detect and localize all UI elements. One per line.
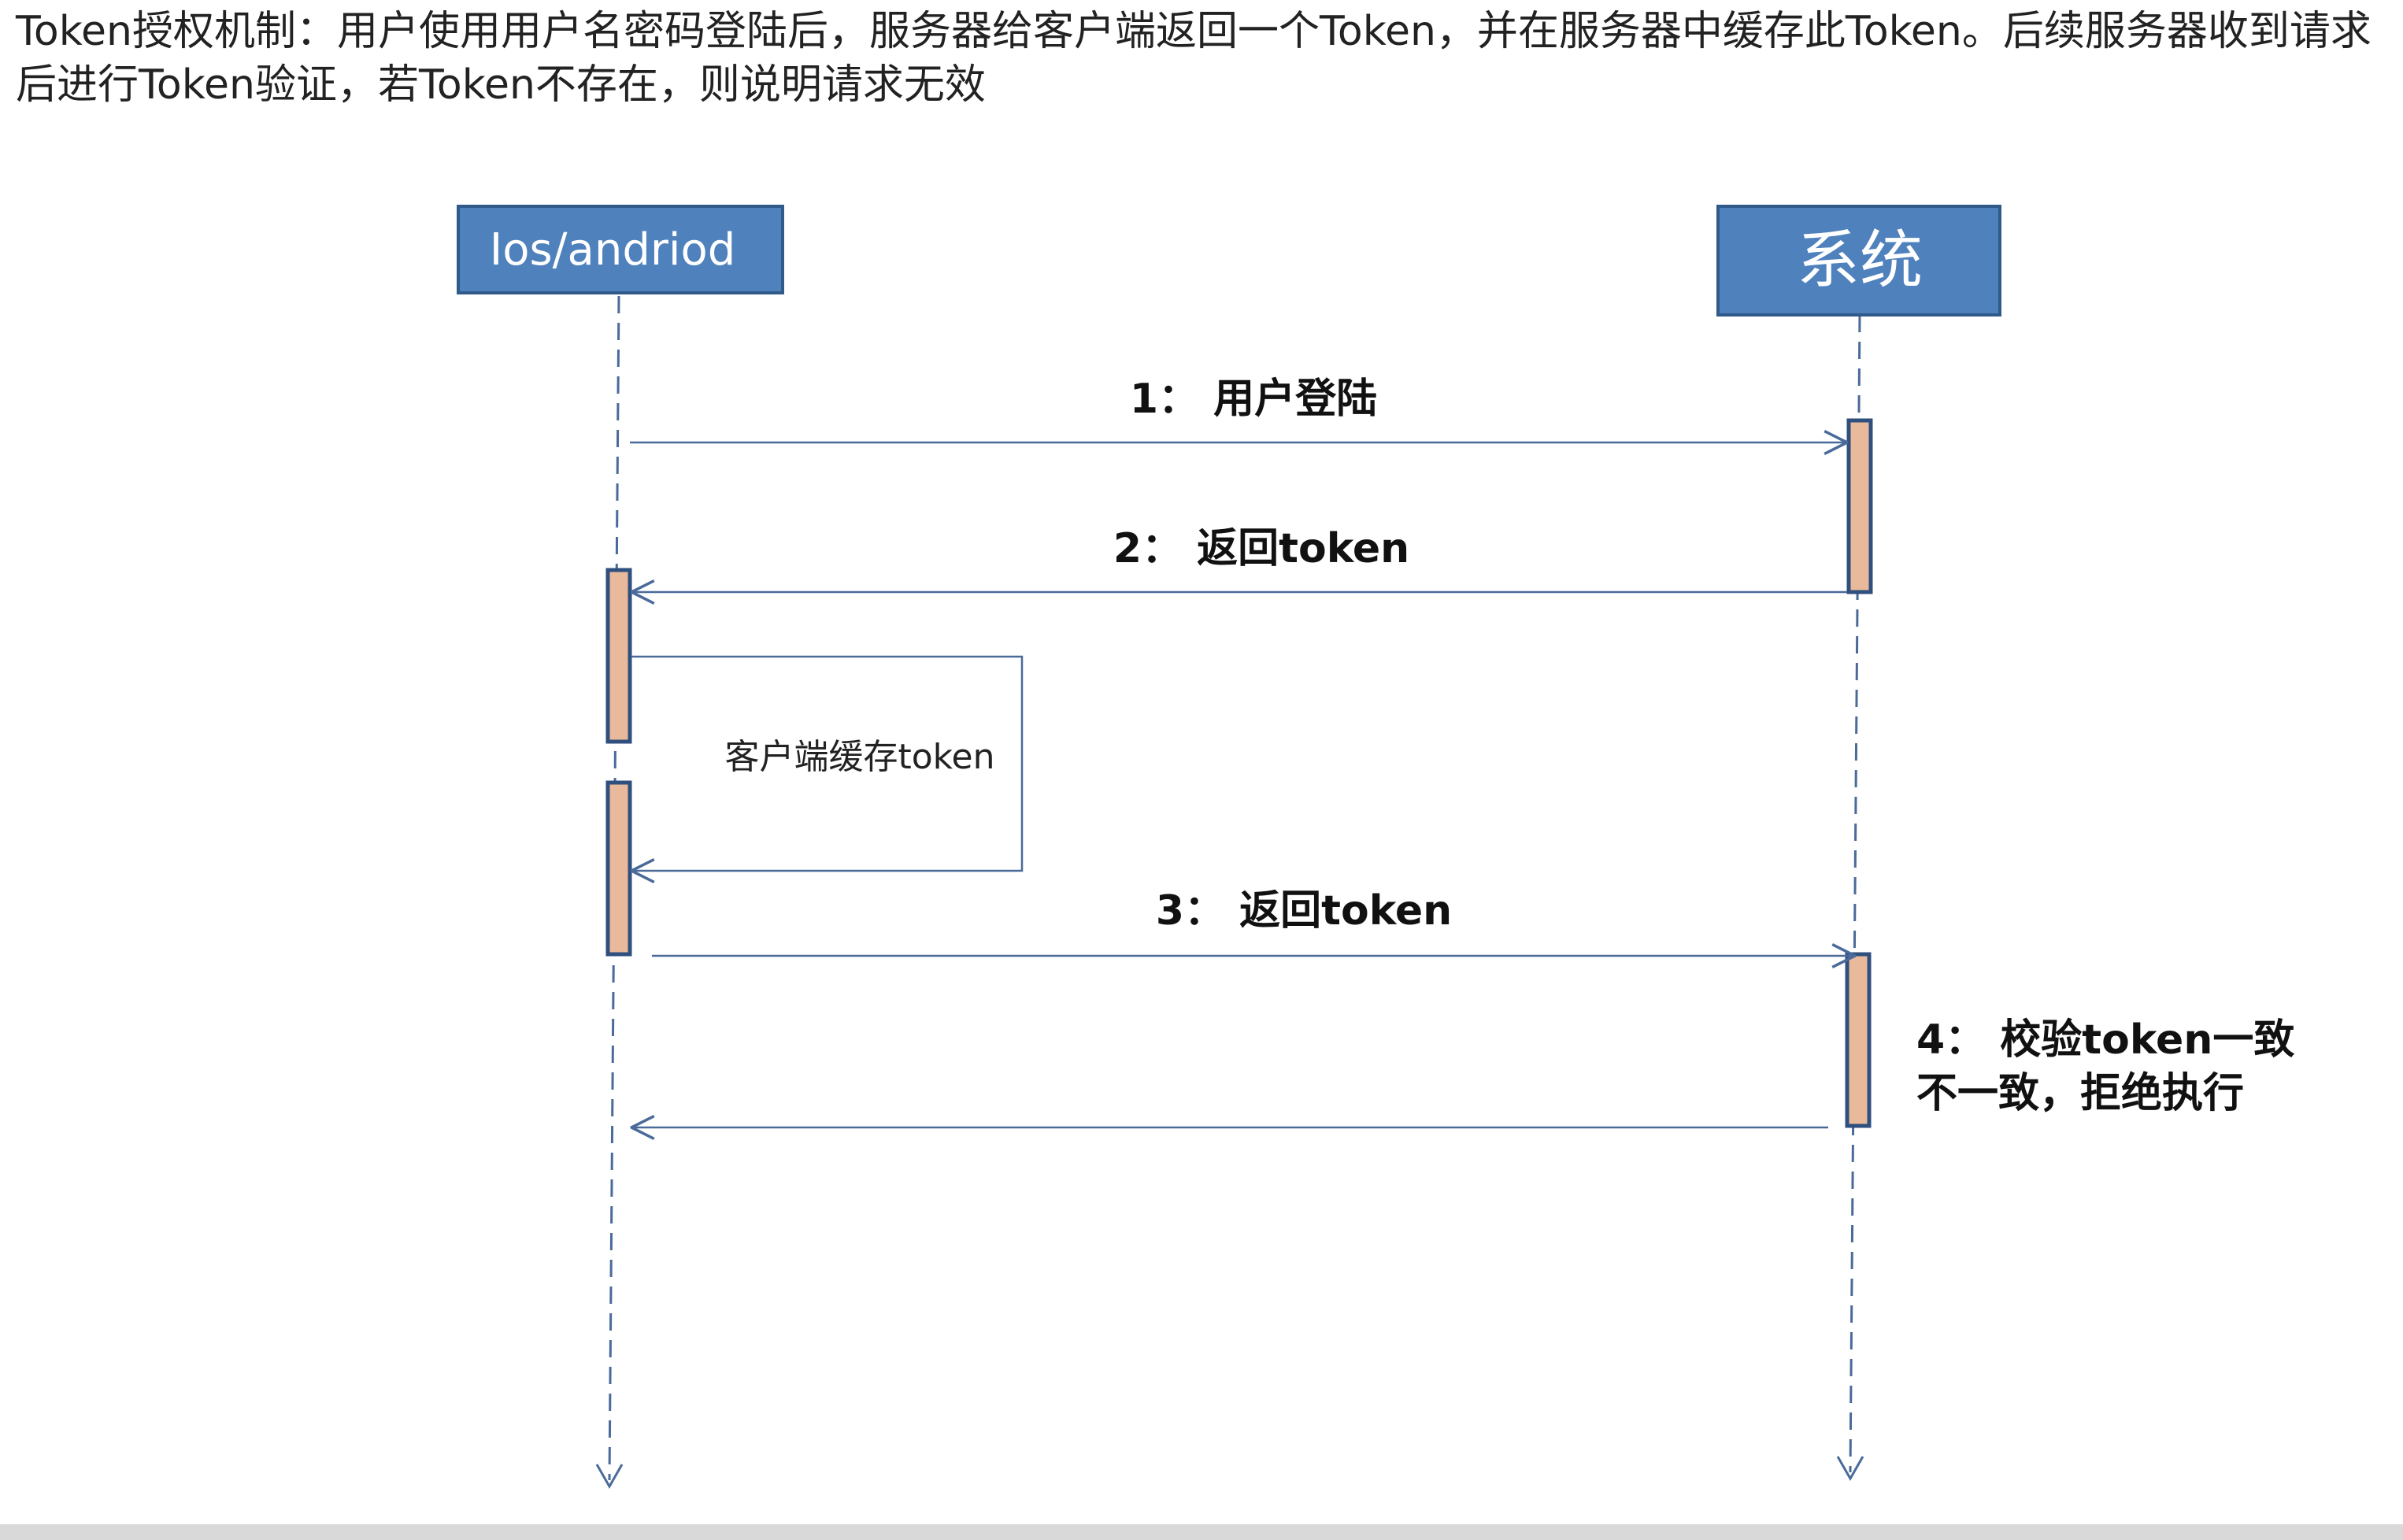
self-message-label: 客户端缓存token (724, 737, 994, 777)
client-lifeline-end-arrow (595, 1464, 624, 1490)
self-message-arrow (631, 655, 1024, 871)
participant-system-label: 系统 (1797, 224, 1923, 297)
system-lifeline-end-arrow (1836, 1456, 1864, 1482)
system-activation-2 (1845, 952, 1872, 1128)
message-2-label: 2： 返回token (1113, 525, 1409, 572)
message-4-label-line2: 不一致，拒绝执行 (1916, 1070, 2244, 1117)
client-activation-2 (605, 780, 632, 957)
bottom-bar (0, 1524, 2403, 1540)
participant-client-label: Ios/andriod (490, 224, 736, 276)
intro-text: Token授权机制：用户使用用户名密码登陆后，服务器给客户端返回一个Token，… (16, 8, 2372, 109)
system-activation-1 (1846, 418, 1873, 594)
message-3-label: 3： 返回token (1156, 887, 1452, 935)
participant-system: 系统 (1716, 205, 2001, 317)
message-4-label-line1: 4： 校验token一致 (1916, 1016, 2294, 1064)
participant-client: Ios/andriod (457, 205, 784, 294)
client-activation-1 (605, 568, 632, 744)
message-1-label: 1： 用户登陆 (1130, 376, 1377, 423)
